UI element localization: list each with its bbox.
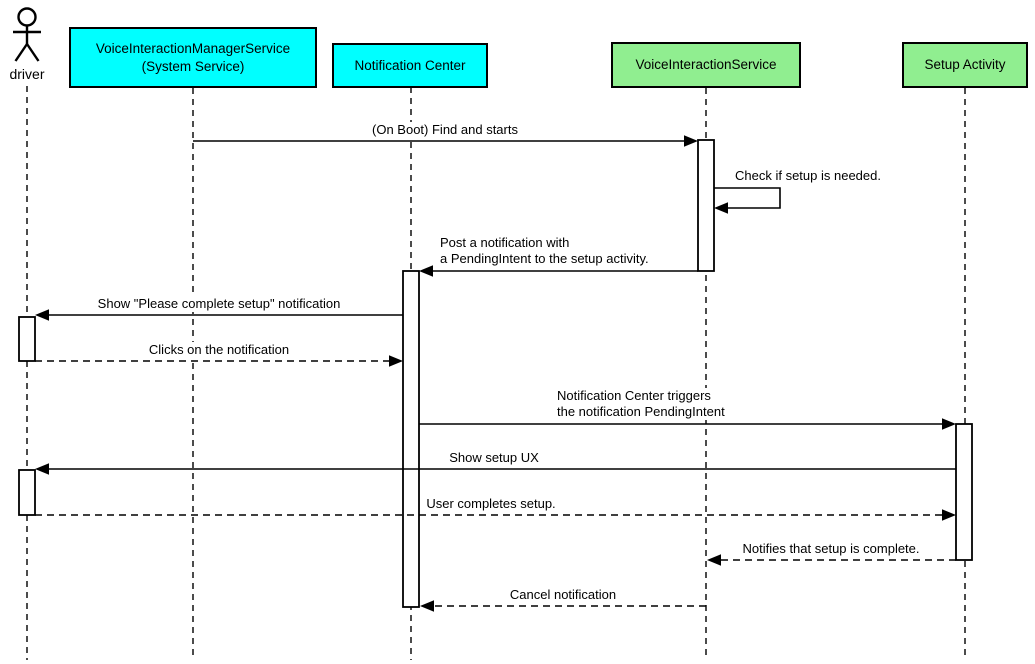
activation-bar-driver-2 [18,469,36,516]
arrowhead-left-icon [420,600,434,612]
message-arrow-8 [35,509,956,521]
message-arrow-1 [193,135,698,147]
participant-label: VoiceInteractionManagerService [95,40,291,56]
message-label-7: Show setup UX [447,450,541,466]
message-arrow-5 [35,355,403,367]
message-label-10: Cancel notification [507,587,619,603]
message-arrow-3 [419,265,698,277]
arrowhead-left-icon [35,463,49,475]
message-label-9: Notifies that setup is complete. [740,541,922,557]
message-label-8: User completes setup. [424,496,558,512]
message-label-5: Clicks on the notification [146,342,292,358]
message-label-4: Show "Please complete setup" notificatio… [95,296,343,312]
message-label-1: (On Boot) Find and starts [370,122,520,138]
message-label-2: Check if setup is needed. [733,168,883,184]
message-arrow-10 [420,600,706,612]
activation-bar-setup-activity [955,423,973,561]
participant-box-notification-center: Notification Center [332,43,488,88]
participant-label: Setup Activity [924,57,1006,72]
message-arrow-9 [707,554,956,566]
message-label-6: Notification Center triggers the notific… [555,388,727,420]
participant-label: VoiceInteractionService [635,57,777,72]
arrowhead-right-icon [942,509,956,521]
arrowhead-right-icon [684,135,698,147]
person-icon [13,7,41,62]
participant-box-vis: VoiceInteractionService [611,42,801,88]
activation-bar-driver-1 [18,316,36,362]
message-arrow-6 [419,418,956,430]
arrowhead-left-icon [35,309,49,321]
arrowhead-right-icon [942,418,956,430]
participant-sublabel: (System Service) [141,58,245,74]
arrowhead-left-icon [707,554,721,566]
participant-label: Notification Center [354,57,466,73]
participant-box-vims: VoiceInteractionManagerService (System S… [69,27,317,88]
participant-box-setup-activity: Setup Activity [902,42,1028,88]
activation-bar-vis [697,139,715,272]
activation-bar-notification-center [402,270,420,608]
message-arrow-2-self [714,187,781,214]
arrowhead-left-icon [419,265,433,277]
arrowhead-left-icon [714,202,728,214]
message-arrow-7 [35,463,956,475]
message-arrow-4 [35,309,403,321]
actor-label-driver: driver [9,66,45,82]
message-label-3: Post a notification with a PendingIntent… [438,235,651,267]
arrowhead-right-icon [389,355,403,367]
